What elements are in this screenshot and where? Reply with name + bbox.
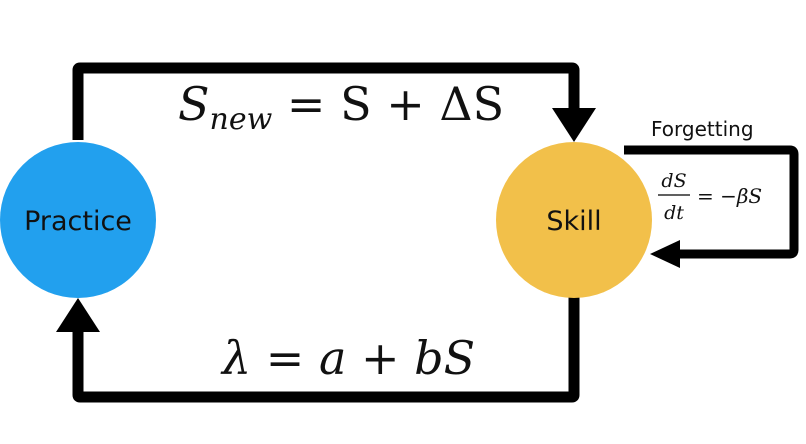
equation-practice-rate-text: λ = a + bS — [220, 331, 475, 385]
forgetting-label: Forgetting — [651, 117, 754, 141]
edge-bottom-line — [72, 296, 580, 403]
equation-rhs: = S + ΔS — [272, 77, 504, 131]
arrowhead-down-icon — [552, 108, 596, 142]
edge-forgetting-loop — [624, 145, 799, 268]
fraction-denominator: dt — [664, 202, 684, 224]
edge-practice-to-skill — [72, 62, 596, 142]
equation-lhs-subscript: new — [210, 102, 273, 137]
equation-skill-update-text: Snew = S + ΔS — [178, 77, 504, 137]
forgetting-loop-line — [624, 145, 799, 259]
equation-lhs: S — [178, 77, 210, 131]
fraction-numerator: dS — [661, 170, 686, 192]
equation-practice-rate: λ = a + bS — [220, 331, 475, 385]
equation-skill-update: Snew = S + ΔS — [178, 77, 504, 137]
practice-circle — [0, 142, 156, 298]
practice-label: Practice — [24, 206, 132, 237]
node-skill: Skill — [496, 142, 652, 298]
edge-top-line — [72, 62, 580, 140]
forgetting-rhs: = −βS — [697, 184, 762, 208]
arrowhead-left-icon — [650, 240, 680, 268]
node-practice: Practice — [0, 142, 156, 298]
equation-forgetting: dS dt = −βS — [658, 170, 762, 224]
edge-skill-to-practice — [56, 296, 580, 403]
arrowhead-up-icon — [56, 298, 100, 332]
skill-label: Skill — [546, 206, 601, 237]
skill-circle — [496, 142, 652, 298]
